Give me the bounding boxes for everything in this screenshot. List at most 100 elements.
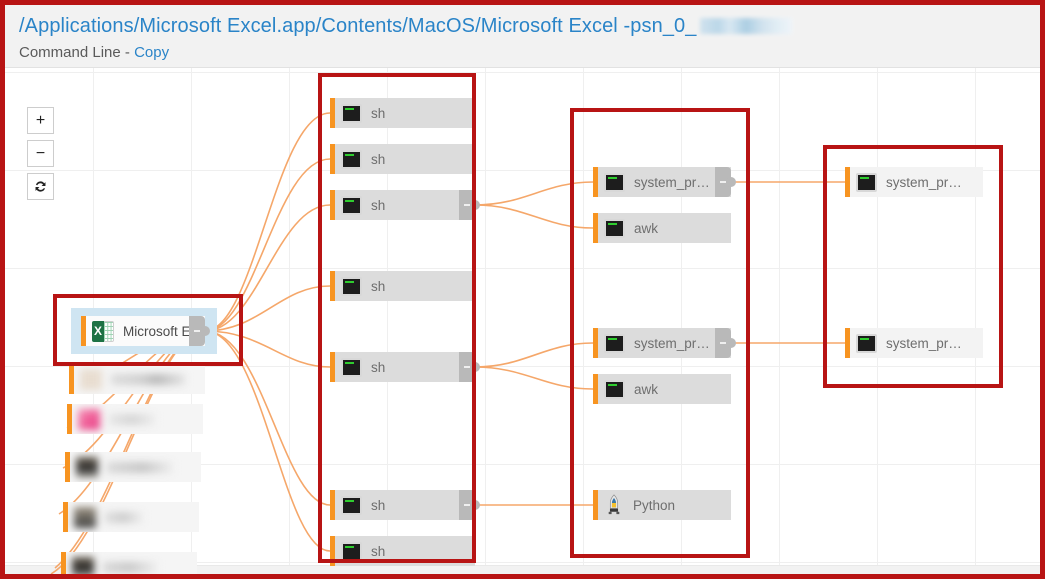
node-label: system_pr… [886, 335, 962, 351]
node-label: sh [371, 497, 386, 513]
node-awk-1[interactable]: awk [593, 213, 731, 243]
node-label: awk [634, 381, 659, 397]
excel-icon: X [92, 320, 114, 342]
node-label: awk [634, 220, 659, 236]
node-redacted-3[interactable] [65, 452, 201, 482]
node-body[interactable]: sh [335, 271, 475, 301]
node-sh-5[interactable]: sh [330, 352, 480, 382]
node-label: system_pr… [634, 335, 710, 351]
node-body[interactable]: system_pr… [598, 328, 731, 358]
node-awk-2[interactable]: awk [593, 374, 731, 404]
redacted-label [107, 461, 173, 473]
node-accent-bar [330, 144, 335, 174]
excel-icon-letter: X [92, 320, 104, 342]
node-accent-bar [593, 213, 598, 243]
node-body[interactable]: X Microsoft E… [86, 316, 205, 346]
reset-view-button[interactable] [27, 173, 54, 200]
node-redacted-2[interactable] [67, 404, 203, 434]
node-label: Python [633, 497, 676, 513]
node-label: sh [371, 359, 386, 375]
node-body[interactable] [74, 364, 205, 394]
redacted-label [109, 413, 155, 425]
node-body[interactable]: sh [335, 98, 475, 128]
node-redacted-4[interactable] [63, 502, 199, 532]
collapse-icon [720, 342, 726, 344]
expand-handle[interactable] [189, 316, 210, 346]
terminal-icon [341, 541, 362, 561]
node-system-profiler-2[interactable]: system_pr… [593, 328, 736, 358]
zoom-in-button[interactable]: + [27, 107, 54, 134]
node-body[interactable]: sh [335, 536, 475, 566]
node-body[interactable]: system_pr… [850, 167, 983, 197]
node-body[interactable]: sh [335, 490, 475, 520]
node-sh-3[interactable]: sh [330, 190, 480, 220]
redacted-label [103, 561, 157, 573]
node-accent-bar [330, 490, 335, 520]
node-label: sh [371, 197, 386, 213]
node-sh-7[interactable]: sh [330, 536, 475, 566]
terminal-icon [341, 103, 362, 123]
node-sh-1[interactable]: sh [330, 98, 475, 128]
python-icon [608, 494, 620, 515]
node-redacted-5[interactable] [61, 552, 197, 574]
minus-icon: − [35, 144, 46, 162]
node-accent-bar [593, 374, 598, 404]
redacted-icon [76, 456, 98, 478]
node-sh-6[interactable]: sh [330, 490, 480, 520]
expand-handle[interactable] [715, 167, 736, 197]
terminal-icon [341, 357, 362, 377]
expand-handle[interactable] [459, 352, 480, 382]
node-system-profiler-1[interactable]: system_pr… [593, 167, 736, 197]
node-label: sh [371, 278, 386, 294]
redacted-content [74, 506, 143, 528]
connector-nub [470, 362, 480, 372]
redacted-content [72, 556, 157, 574]
connector-nub [470, 500, 480, 510]
node-accent-bar [330, 98, 335, 128]
node-body[interactable] [72, 404, 203, 434]
node-body[interactable] [70, 452, 201, 482]
excel-icon-grid [104, 320, 114, 342]
connector-nub [200, 326, 210, 336]
graph-canvas[interactable]: + − X M [5, 68, 1040, 574]
node-sh-4[interactable]: sh [330, 271, 475, 301]
collapse-icon [464, 204, 470, 206]
node-accent-bar [330, 271, 335, 301]
node-body[interactable]: sh [335, 190, 475, 220]
node-redacted-1[interactable] [69, 364, 205, 394]
node-python[interactable]: Python [593, 490, 731, 520]
terminal-icon [341, 276, 362, 296]
node-microsoft-excel[interactable]: X Microsoft E… [71, 308, 217, 354]
expand-handle[interactable] [715, 328, 736, 358]
node-body[interactable]: system_pr… [598, 167, 731, 197]
copy-link[interactable]: Copy [134, 44, 170, 61]
terminal-icon [604, 379, 625, 399]
plus-icon: + [35, 111, 46, 129]
node-body[interactable]: awk [598, 374, 731, 404]
node-body[interactable]: sh [335, 352, 475, 382]
node-label: system_pr… [634, 174, 710, 190]
node-body[interactable] [66, 552, 197, 574]
node-label: sh [371, 543, 386, 559]
node-system-profiler-3[interactable]: system_pr… [845, 167, 983, 197]
node-body[interactable]: system_pr… [850, 328, 983, 358]
redacted-icon [78, 408, 100, 430]
collapse-icon [464, 366, 470, 368]
node-body[interactable]: awk [598, 213, 731, 243]
node-body[interactable]: Python [598, 490, 731, 520]
redacted-icon [80, 368, 102, 390]
node-body[interactable]: sh [335, 144, 475, 174]
header: /Applications/Microsoft Excel.app/Conten… [5, 5, 1040, 68]
terminal-icon [856, 172, 877, 192]
command-line-text: /Applications/Microsoft Excel.app/Conten… [19, 15, 697, 37]
node-accent-bar [593, 490, 598, 520]
redacted-content [78, 408, 155, 430]
expand-handle[interactable] [459, 190, 480, 220]
node-sh-2[interactable]: sh [330, 144, 475, 174]
expand-handle[interactable] [459, 490, 480, 520]
node-system-profiler-4[interactable]: system_pr… [845, 328, 983, 358]
node-body[interactable] [68, 502, 199, 532]
node-accent-bar [593, 167, 598, 197]
zoom-out-button[interactable]: − [27, 140, 54, 167]
